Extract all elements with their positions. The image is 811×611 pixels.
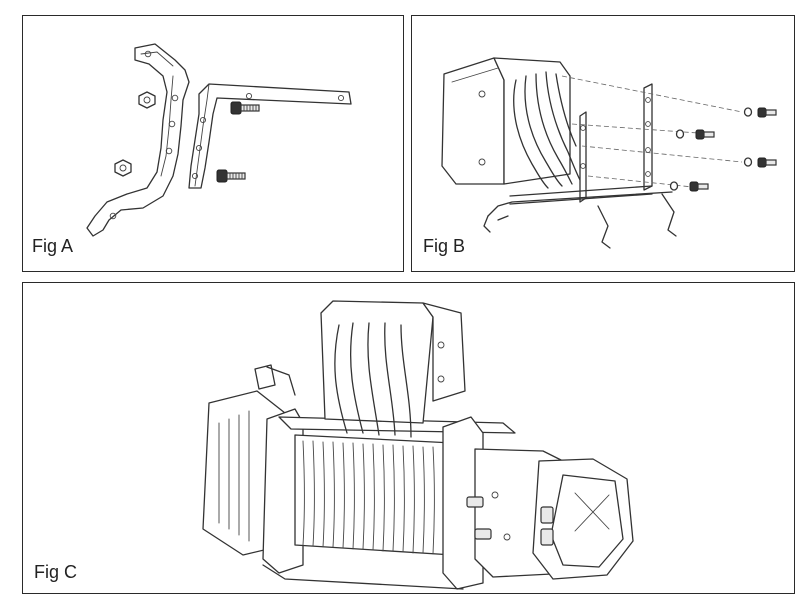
bolt-icon (689, 181, 709, 192)
figure-a-label: Fig A (32, 236, 74, 256)
washer-icon (743, 157, 753, 167)
bolt-icon (757, 107, 777, 118)
bracket-right-icon (188, 83, 352, 189)
bolt-icon (695, 129, 715, 140)
control-box-assembly-drawing (441, 57, 777, 249)
bolt-icon (216, 169, 246, 183)
bracket-frame-icon (483, 83, 677, 249)
washer-icon (669, 181, 679, 191)
bracket-assembly-drawing (86, 43, 352, 237)
nut-icon (138, 91, 156, 109)
control-box-icon (441, 57, 581, 189)
washer-icon (675, 129, 685, 139)
nut-icon (114, 159, 132, 177)
figure-c-label: Fig C (34, 562, 78, 582)
figure-a-panel: Fig A (22, 15, 404, 272)
figure-b-label: Fig B (423, 236, 466, 256)
figure-b-panel: Fig B (411, 15, 795, 272)
winch-icon (202, 300, 634, 590)
figure-c-panel: Fig C (22, 282, 795, 594)
bolt-icon (230, 101, 260, 115)
washer-icon (743, 107, 753, 117)
winch-drawing (202, 300, 634, 590)
bolt-icon (757, 157, 777, 168)
bracket-left-icon (86, 43, 190, 237)
